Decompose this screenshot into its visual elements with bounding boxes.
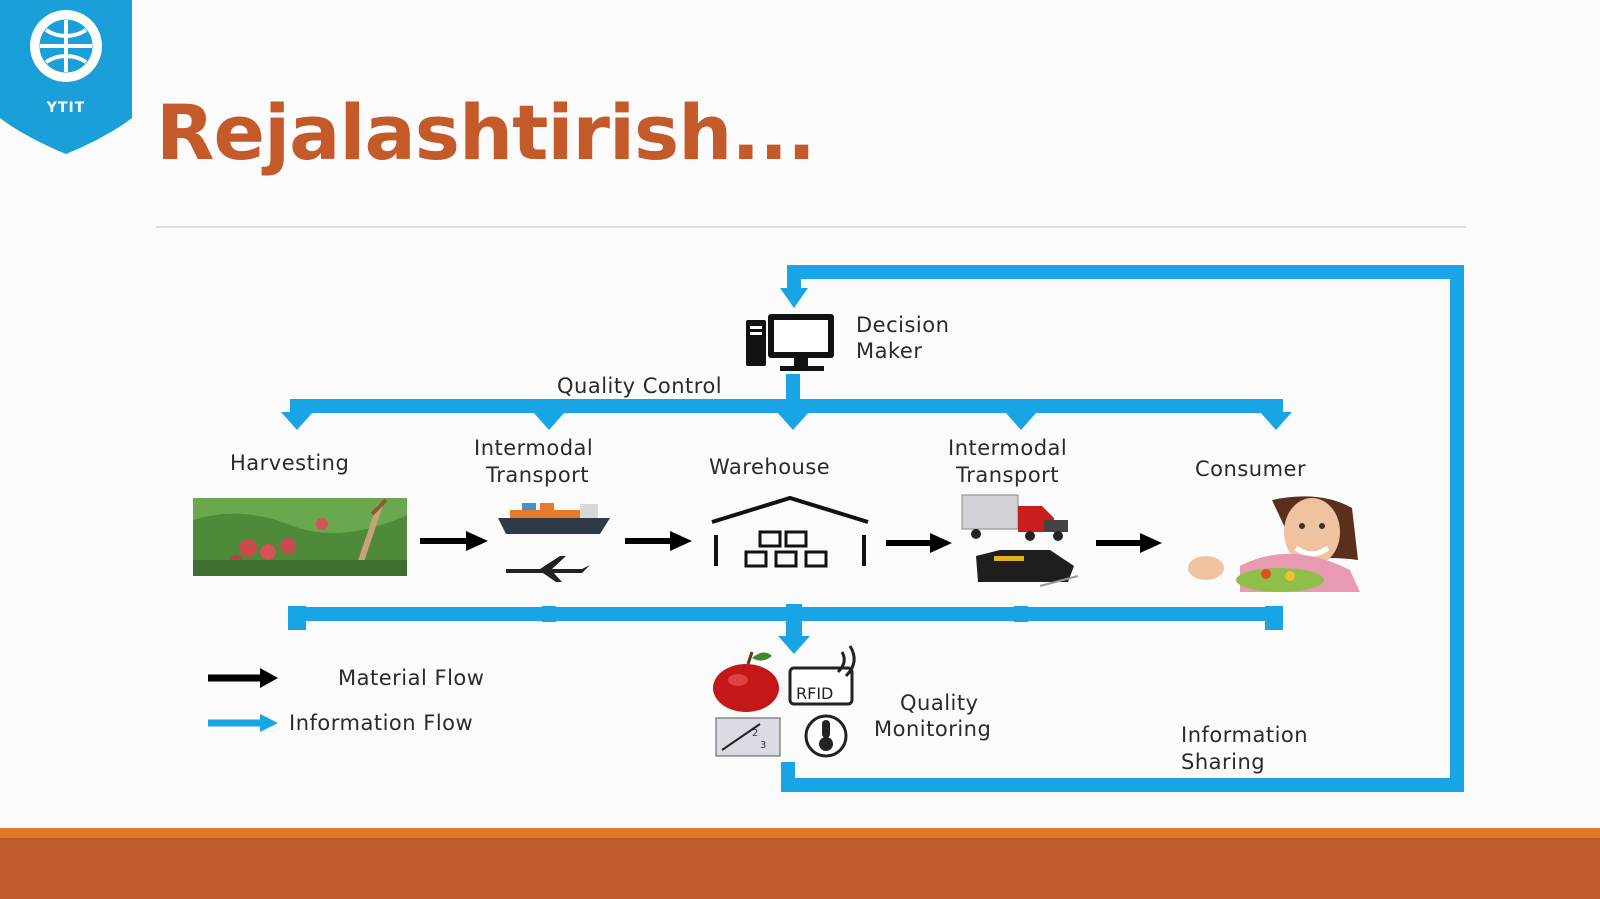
truck-icon: [961, 494, 1068, 541]
footer-accent-strip: [0, 828, 1600, 838]
logo-text: YTIT: [46, 100, 86, 116]
title-divider: [156, 226, 1466, 228]
thermometer-icon: [804, 714, 848, 758]
ship-icon: [498, 503, 610, 534]
apple-icon: [713, 651, 779, 712]
slide-title: Rejalashtirish...: [156, 88, 816, 177]
computer-icon: [746, 314, 834, 371]
rfid-icon: RFID: [788, 645, 856, 706]
material-flow-legend-arrow: [208, 668, 278, 688]
quality-monitoring-bus: [288, 604, 1283, 654]
material-flow-label: Material Flow: [338, 666, 484, 690]
airplane-icon: [506, 556, 590, 582]
harvesting-image: [193, 498, 407, 576]
warehouse-icon: [711, 495, 869, 568]
quality-control-label: Quality Control: [557, 374, 722, 398]
consumer-image: [1188, 496, 1360, 592]
information-flow-label: Information Flow: [289, 711, 473, 735]
legend: Material Flow Information Flow: [208, 666, 484, 735]
information-sharing-loop: [781, 265, 1464, 792]
consumer-label: Consumer: [1195, 457, 1306, 481]
train-icon: [976, 550, 1079, 587]
warehouse-label: Warehouse: [709, 455, 830, 479]
ytit-logo: [0, 0, 132, 154]
arrowhead-to-decision-maker: [780, 288, 808, 308]
harvesting-label: Harvesting: [230, 451, 349, 475]
material-flow-arrows: [420, 531, 1162, 553]
quality-control-bus: [281, 374, 1292, 430]
rfid-text: RFID: [796, 684, 833, 703]
clock-gauge-icon: 2 3: [715, 717, 781, 757]
svg-text:2: 2: [752, 728, 758, 739]
footer-bar: [0, 838, 1600, 899]
information-flow-legend-arrow: [208, 714, 278, 732]
svg-text:3: 3: [760, 740, 766, 751]
